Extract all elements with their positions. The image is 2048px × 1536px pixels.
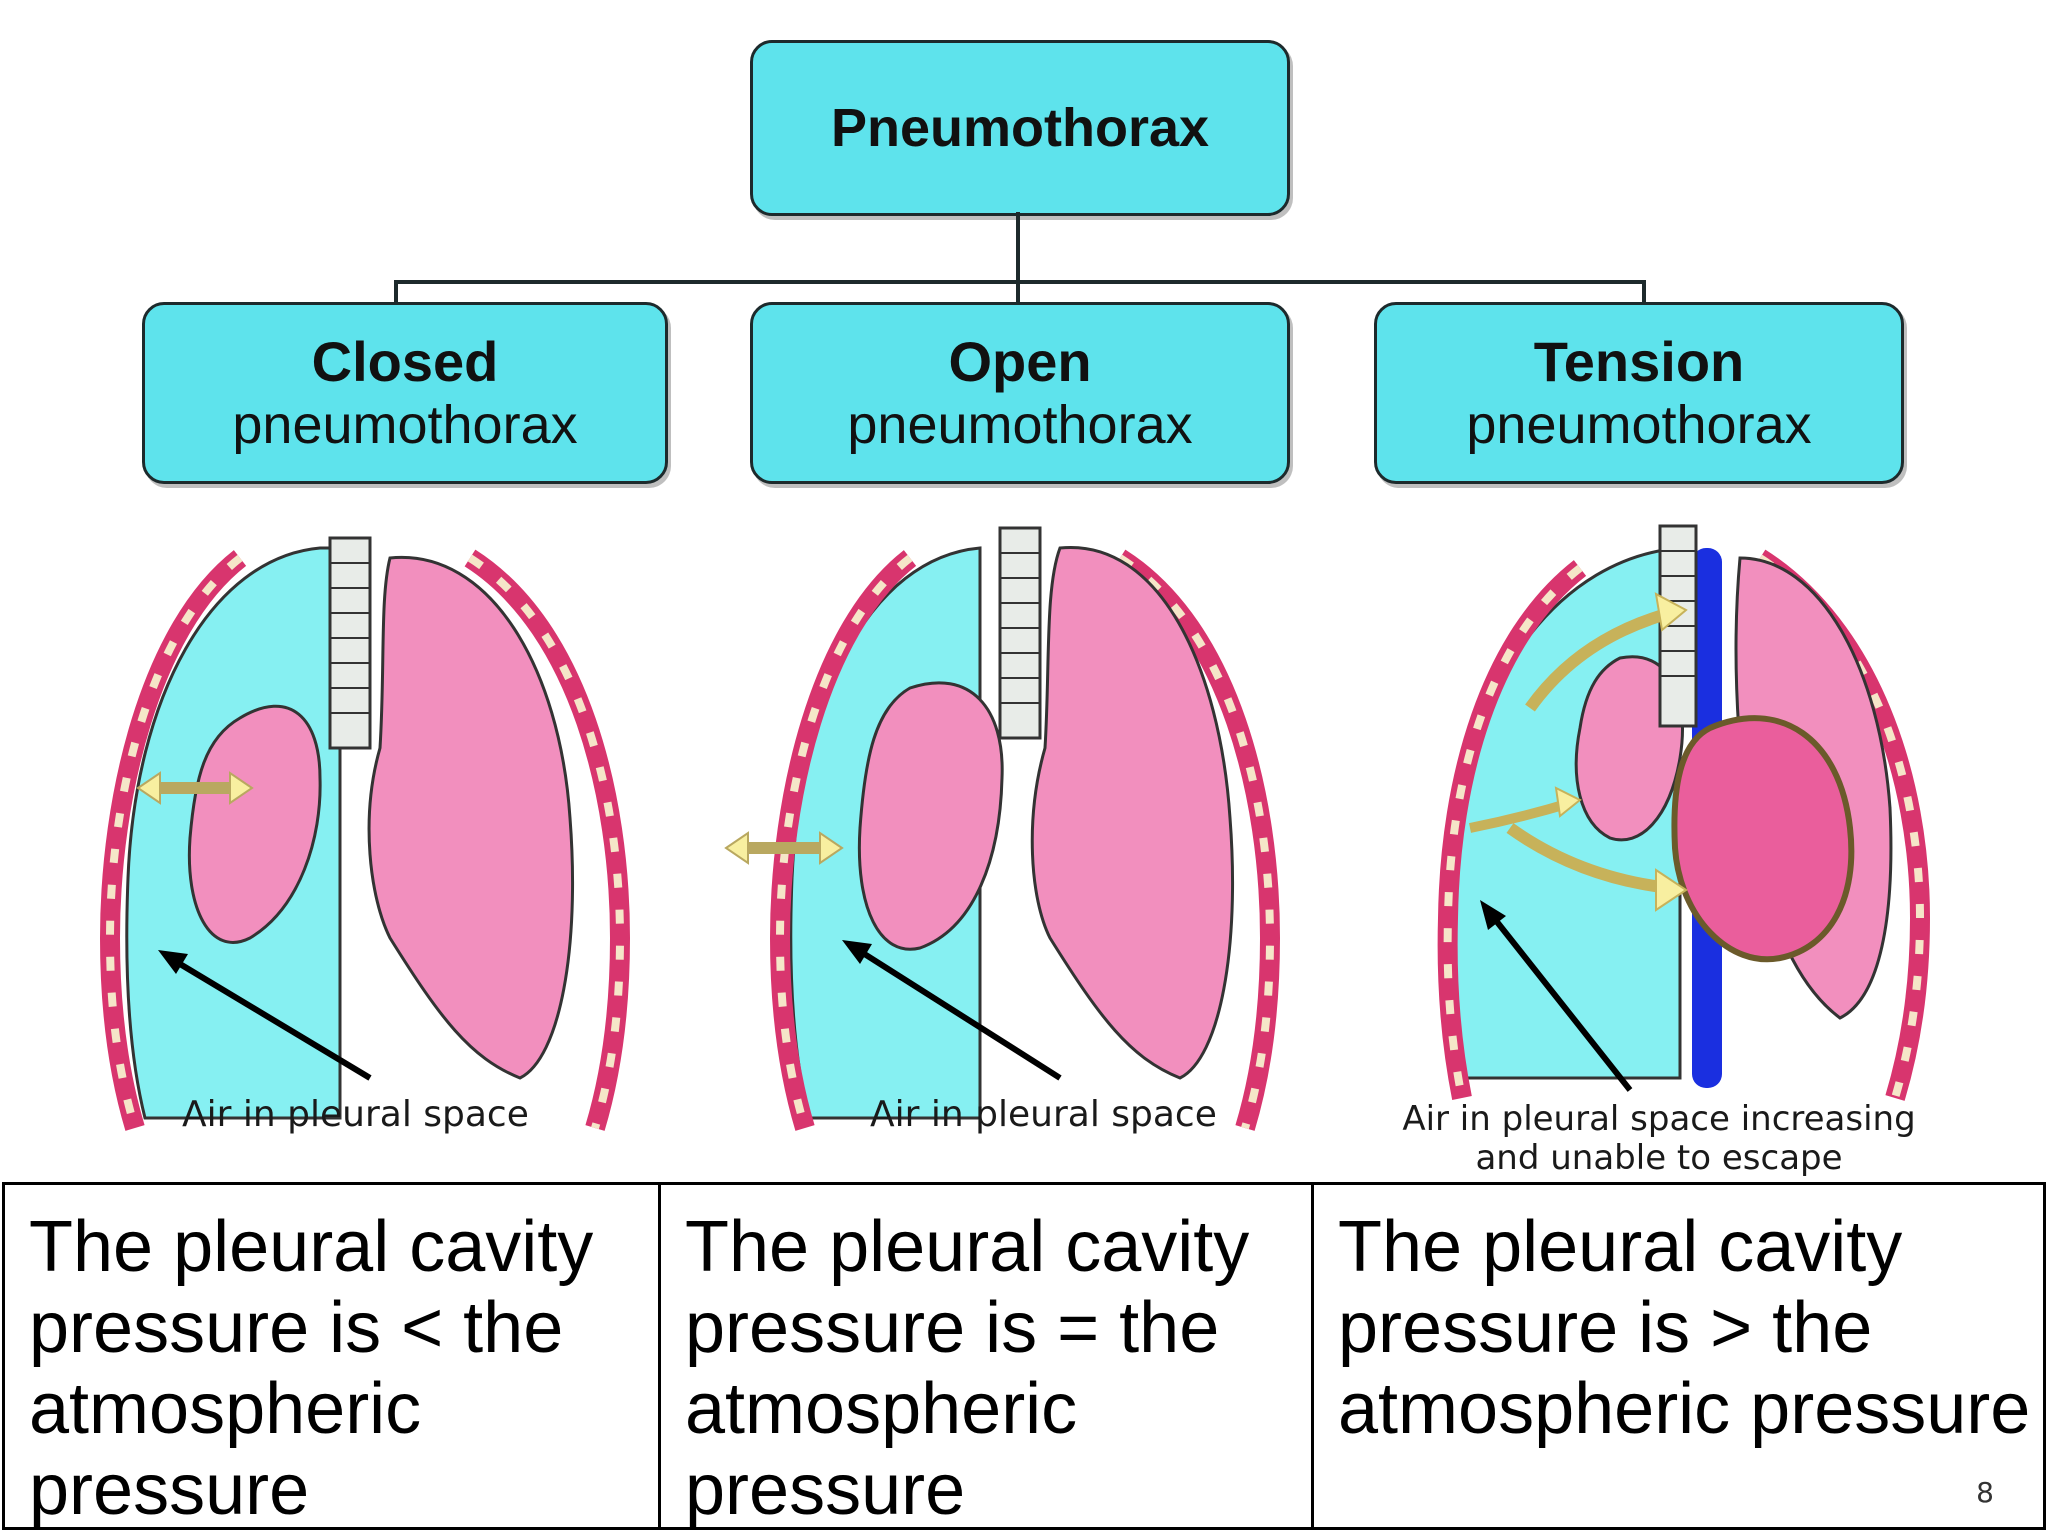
pointer-arrow [158,950,372,1081]
caption-closed: Air in pleural space [182,1094,529,1135]
pointer-arrow [1480,900,1633,1092]
connector-tension [1642,280,1646,304]
node-open-pneumothorax: Open pneumothorax [750,302,1290,484]
healthy-lung-right [1030,546,1235,1080]
caption-tension: Air in pleural space increasing and unab… [1402,1099,1916,1179]
collapsed-lung [857,681,1004,951]
caption-open: Air in pleural space [870,1094,1217,1135]
trachea-icon [998,526,1042,740]
node-closed-pneumothorax: Closed pneumothorax [142,302,668,484]
connector-open [1016,280,1020,304]
node-closed-title: Closed [311,329,499,393]
connector-closed [394,280,398,304]
trachea-icon [328,536,372,750]
root-node-label: Pneumothorax [830,97,1210,158]
node-tension-subtitle: pneumothorax [1466,395,1812,456]
connector-vertical-root [1016,212,1020,282]
collapsed-lung [187,704,322,944]
table-cell-tension: The pleural cavity pressure is > the atm… [1311,1185,2043,1527]
illustration-tension-pneumothorax [1437,524,1931,1101]
double-arrow-icon [724,831,844,865]
node-tension-pneumothorax: Tension pneumothorax [1374,302,1904,484]
root-node-pneumothorax: Pneumothorax [750,40,1290,216]
pressure-comparison-table: The pleural cavity pressure is < the atm… [2,1182,2046,1530]
healthy-lung-right [367,555,575,1080]
page-number: 8 [1976,1476,1994,1509]
illustration-closed-pneumothorax [99,536,631,1131]
node-tension-title: Tension [1533,329,1745,393]
pressure-arrows [1469,592,1688,912]
connector-horizontal [394,280,1646,284]
illustration-open-pneumothorax [724,526,1281,1131]
table-cell-closed: The pleural cavity pressure is < the atm… [29,1207,594,1530]
node-open-subtitle: pneumothorax [847,395,1193,456]
heart-icon [1671,715,1855,963]
node-closed-subtitle: pneumothorax [232,395,578,456]
double-arrow-icon [136,771,254,805]
table-cell-open: The pleural cavity pressure is = the atm… [658,1185,1311,1530]
node-open-title: Open [948,329,1092,393]
pointer-arrow [842,940,1062,1081]
